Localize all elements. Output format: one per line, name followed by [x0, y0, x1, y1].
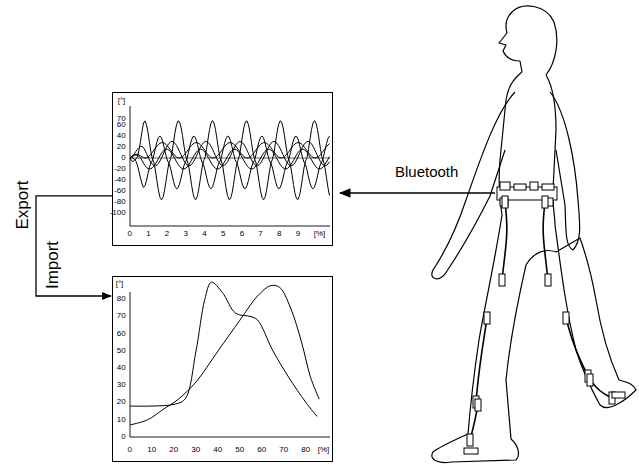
- electronics-module: [500, 182, 510, 190]
- walking-person: [432, 6, 636, 462]
- axis-label: -100: [110, 209, 126, 217]
- axis-label: 0: [127, 446, 131, 454]
- axis-label: 8: [277, 230, 281, 238]
- sensor: [499, 274, 505, 286]
- chart-panel: [°]706040200-20-40-60-80-1000123456789[%…: [112, 92, 333, 246]
- axis-label: 1: [146, 230, 150, 238]
- axis-label: 10: [147, 446, 156, 454]
- electronics-module: [530, 182, 538, 190]
- axis-label: 50: [235, 446, 244, 454]
- sensor: [563, 312, 569, 324]
- axis-label: 80: [117, 295, 126, 303]
- sensor: [542, 196, 548, 208]
- axis-label: 30: [117, 381, 126, 389]
- body-outline: [555, 225, 636, 407]
- axis-label: 70: [279, 446, 288, 454]
- sensor: [467, 434, 473, 446]
- chart-axis: [130, 292, 330, 437]
- mean-curves: [130, 282, 330, 437]
- axis-label: [°]: [116, 280, 124, 288]
- flow-label: Import: [44, 241, 61, 289]
- chart-axis: [130, 106, 330, 226]
- axis-label: 40: [117, 132, 126, 140]
- electronics-module: [514, 184, 526, 190]
- axis-label: -80: [114, 198, 126, 206]
- body-outline: [432, 215, 526, 463]
- angle-curve: [130, 136, 330, 189]
- axis-label: 2: [165, 230, 169, 238]
- bluetooth-arrow: [340, 192, 495, 193]
- axis-label: 20: [169, 446, 178, 454]
- sensor: [587, 374, 593, 386]
- axis-label: -60: [114, 187, 126, 195]
- axis-label: 50: [117, 347, 126, 355]
- angle-curve: [130, 282, 317, 416]
- axis-label: -20: [114, 165, 126, 173]
- axis-label: 7: [258, 230, 262, 238]
- body-outline: [432, 92, 515, 279]
- angle-curve: [130, 149, 330, 169]
- axis-label: 30: [191, 446, 200, 454]
- link-label: Bluetooth: [395, 164, 458, 179]
- foot-sensor: [464, 448, 478, 454]
- angle-curve: [130, 121, 330, 200]
- axis-label: 5: [221, 230, 225, 238]
- axis-label: 60: [117, 330, 126, 338]
- axis-label: [°]: [118, 97, 126, 105]
- axis-label: 6: [240, 230, 244, 238]
- axis-label: 9: [296, 230, 300, 238]
- angle-curve: [130, 143, 330, 158]
- chart-panel: [°] 80 70 60 50 40 30 20 10 00 10 20 30 40 50 60 70 80 [%]: [112, 276, 333, 462]
- axis-label: 3: [184, 230, 188, 238]
- axis-label: 70: [117, 312, 126, 320]
- axis-label: 40: [117, 364, 126, 372]
- sensor: [545, 274, 551, 286]
- export-import-arrow: [36, 196, 112, 296]
- axis-label: [%]: [314, 230, 326, 238]
- body-outline: [526, 251, 556, 265]
- axis-label: 80: [301, 446, 310, 454]
- sensor: [484, 312, 490, 324]
- axis-label: 60: [257, 446, 266, 454]
- axis-label: 4: [202, 230, 206, 238]
- axis-label: -40: [114, 176, 126, 184]
- axis-label: 60: [117, 121, 126, 129]
- axis-label: 10: [117, 416, 126, 424]
- sensor: [502, 196, 508, 208]
- axis-label: 20: [117, 398, 126, 406]
- axis-label: 40: [213, 446, 222, 454]
- sensor-wire: [476, 318, 487, 402]
- axis-label: 20: [117, 143, 126, 151]
- axis-label: 0: [121, 433, 125, 441]
- flow-label: Export: [14, 180, 31, 229]
- sensor: [475, 399, 481, 411]
- body-outline: [499, 6, 557, 75]
- sensor-strips: [464, 196, 625, 454]
- sensor-wire: [502, 202, 507, 280]
- gait-curves: [130, 106, 330, 226]
- foot-sensor: [612, 392, 625, 398]
- body-outline: [550, 92, 580, 250]
- axis-label: [%]: [318, 446, 330, 454]
- angle-curve: [130, 285, 319, 425]
- axis-label: 0: [127, 230, 131, 238]
- axis-label: 0: [121, 154, 125, 162]
- sensor-wire: [566, 318, 588, 376]
- sensor-wire: [543, 202, 548, 280]
- electronics-module: [542, 184, 554, 190]
